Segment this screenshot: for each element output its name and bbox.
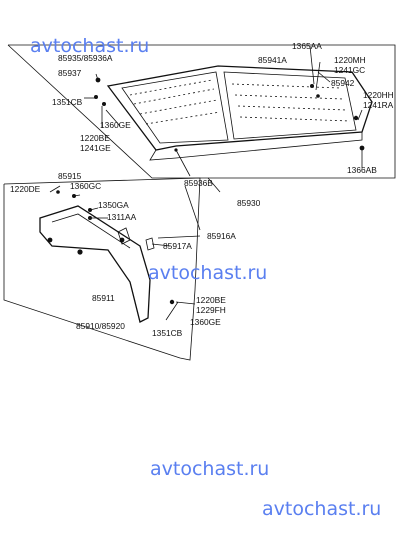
watermark-text: avtochast.ru xyxy=(30,35,150,57)
label-1220HH: 1220HH xyxy=(363,90,394,100)
label-1241GC: 1241GC xyxy=(334,65,365,75)
watermark-text: avtochast.ru xyxy=(150,458,270,480)
label-85916A: 85916A xyxy=(207,231,236,241)
label-85917A: 85917A xyxy=(163,241,192,251)
label-85942: 85942 xyxy=(331,78,355,88)
label-1220MH: 1220MH xyxy=(334,55,366,65)
label-1229FH: 1229FH xyxy=(196,305,226,315)
label-1351CB-top: 1351CB xyxy=(52,97,83,107)
label-1241GE: 1241GE xyxy=(80,143,111,153)
lower-frame xyxy=(3,177,201,361)
label-85930: 85930 xyxy=(237,198,261,208)
label-1360GC: 1360GC xyxy=(70,181,101,191)
watermark-text: avtochast.ru xyxy=(262,498,382,520)
label-1220DE: 1220DE xyxy=(10,184,41,194)
label-1365AA: 1365AA xyxy=(292,41,322,51)
label-85911: 85911 xyxy=(92,293,115,303)
label-1360GE-bot: 1360GE xyxy=(190,317,221,327)
upper-frame-right xyxy=(7,44,396,179)
label-85935: 85935/85936A xyxy=(58,53,113,63)
watermark-text: avtochast.ru xyxy=(148,262,268,284)
label-1360GE-top: 1360GE xyxy=(100,120,131,130)
leader-lines xyxy=(49,45,363,305)
label-85910: 85910/85920 xyxy=(76,321,125,331)
rear-package-tray xyxy=(94,65,373,177)
label-85936B: 85936B xyxy=(184,178,213,188)
label-1351CB-bot: 1351CB xyxy=(152,328,183,338)
label-1220BE-bot: 1220BE xyxy=(196,295,226,305)
label-1220BE-top: 1220BE xyxy=(80,133,110,143)
label-1311AA: 1311AA xyxy=(107,212,137,222)
side-trim-panel xyxy=(39,190,179,323)
label-85915: 85915 xyxy=(58,171,82,181)
label-1241RA: 1241RA xyxy=(363,100,394,110)
label-1350GA: 1350GA xyxy=(98,200,129,210)
label-1366AB: 1366AB xyxy=(347,165,377,175)
label-85941A: 85941A xyxy=(258,55,287,65)
label-85937: 85937 xyxy=(58,68,82,78)
